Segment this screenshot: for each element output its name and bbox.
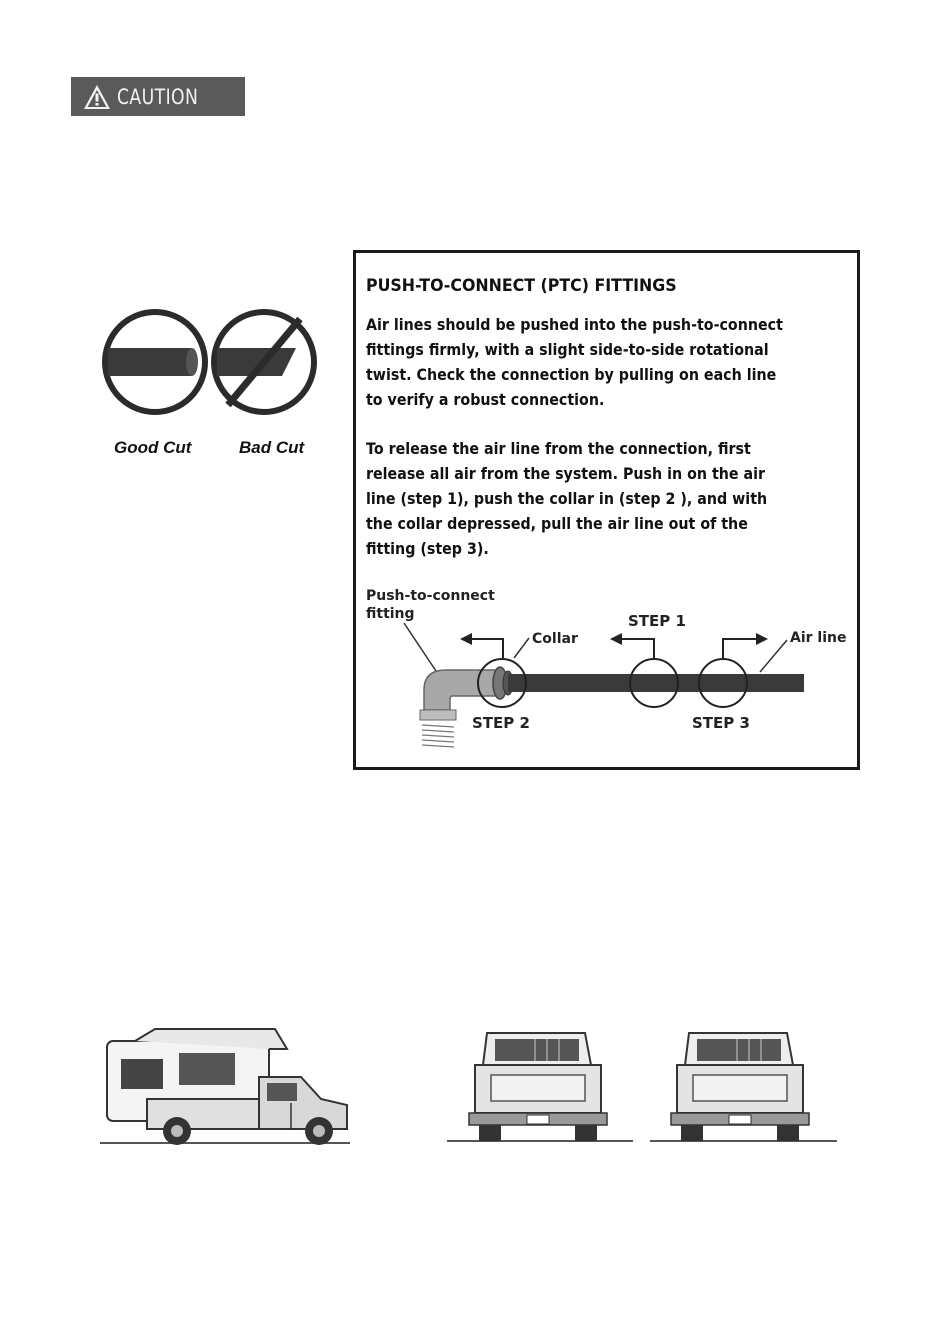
air-line-tube [508, 674, 804, 692]
truck-camper-illustration [100, 1028, 837, 1145]
bad-cut-icon [211, 309, 317, 415]
good-cut-icon [102, 309, 208, 415]
step1-arrow-icon [610, 633, 655, 658]
warning-triangle-icon [84, 84, 110, 109]
fitting-leader-line [403, 622, 439, 675]
ptc-paragraph-release: To release the air line from the connect… [366, 436, 829, 561]
ptc-paragraph-line: release all air from the system. Push in… [366, 464, 766, 483]
ptc-paragraph-line: Air lines should be pushed into the push… [366, 315, 783, 334]
step3-label: STEP 3 [692, 714, 750, 732]
collar-leader-line [513, 637, 530, 659]
truck-rear-view-icon [447, 1032, 633, 1142]
step2-label: STEP 2 [472, 714, 530, 732]
airline-label: Air line [790, 630, 846, 646]
good-cut-label: Good Cut [114, 438, 192, 457]
step2-circle [477, 658, 527, 708]
ptc-paragraph-line: the collar depressed, pull the air line … [366, 514, 748, 533]
ptc-paragraph-line: twist. Check the connection by pulling o… [366, 365, 777, 384]
caution-badge: CAUTION [71, 77, 245, 116]
ptc-paragraph-line: To release the air line from the connect… [366, 439, 751, 458]
ptc-title: PUSH-TO-CONNECT (PTC) FITTINGS [366, 276, 677, 296]
step2-arrow-icon [460, 633, 504, 658]
caution-label: CAUTION [117, 84, 199, 109]
ptc-info-box: PUSH-TO-CONNECT (PTC) FITTINGS Air lines… [353, 250, 860, 770]
step1-circle [629, 658, 679, 708]
ptc-paragraph-line: to verify a robust connection. [366, 390, 605, 409]
step1-label: STEP 1 [628, 612, 686, 630]
airline-leader-line [759, 639, 788, 673]
ptc-diagram: Push-to-connect fitting Collar STEP 1 Ai… [366, 588, 846, 748]
fitting-label-2: fitting [366, 606, 415, 622]
cut-examples-illustration [102, 309, 317, 415]
collar-label: Collar [532, 631, 578, 647]
ptc-paragraph-connect: Air lines should be pushed into the push… [366, 312, 829, 412]
bad-cut-label: Bad Cut [239, 438, 305, 457]
step3-arrow-icon [722, 633, 768, 658]
step3-circle [698, 658, 748, 708]
fitting-label: Push-to-connect [366, 588, 495, 604]
ptc-paragraph-line: line (step 1), push the collar in (step … [366, 489, 768, 508]
ptc-paragraph-line: fitting (step 3). [366, 539, 489, 558]
ptc-paragraph-line: fittings firmly, with a slight side-to-s… [366, 340, 769, 359]
truck-rear-view-icon-2 [650, 1032, 837, 1142]
truck-camper-side-view-icon [100, 1028, 350, 1145]
